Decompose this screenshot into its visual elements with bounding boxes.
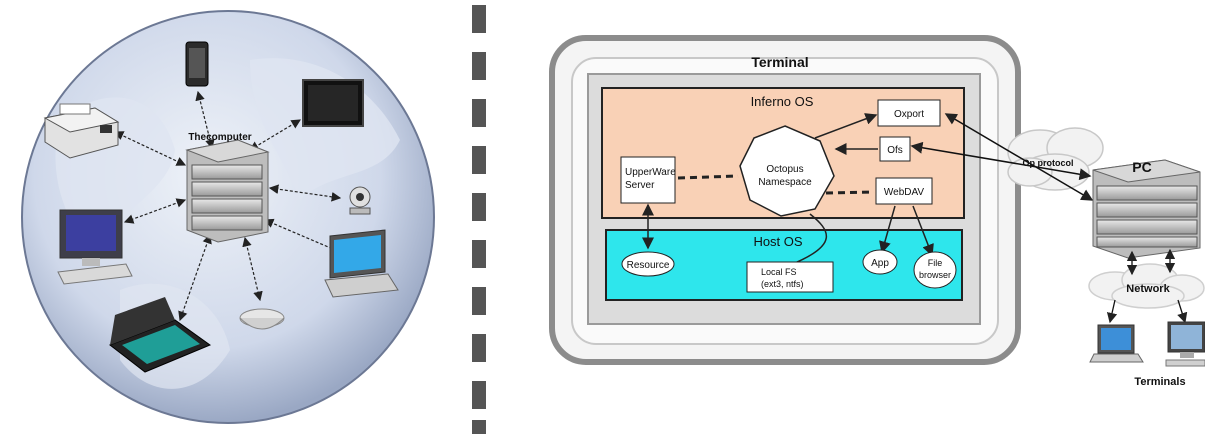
- local-fs-label-1: Local FS: [761, 267, 797, 277]
- terminal-laptop-icon: [1089, 324, 1144, 363]
- upperware-label-2: Server: [625, 180, 655, 191]
- local-fs-box: [746, 261, 834, 293]
- laptop-icon: [324, 229, 399, 298]
- pc-label: PC: [1132, 159, 1151, 175]
- phone-icon: [185, 41, 209, 87]
- webdav-label: WebDAV: [884, 187, 925, 198]
- ofs-label: Ofs: [887, 145, 903, 156]
- oxport-box: [877, 99, 941, 127]
- center-label: Thecomputer: [188, 132, 251, 143]
- printer-icon: [43, 103, 120, 159]
- upperware-server-box: [620, 156, 676, 204]
- pc-server-icon: [1092, 159, 1201, 259]
- inferno-os-title: Inferno OS: [751, 94, 814, 109]
- local-fs-label-2: (ext3, ntfs): [761, 279, 804, 289]
- terminal-pc-connections: [910, 113, 1094, 201]
- octopus-label-1: Octopus: [766, 164, 803, 175]
- network-connections: [1106, 248, 1188, 324]
- inferno-connections: [642, 113, 934, 266]
- terminals-label: Terminals: [1134, 376, 1185, 388]
- resource-node: [621, 251, 675, 277]
- app-node: [862, 249, 898, 275]
- octopus-namespace-shape: [739, 125, 835, 217]
- tablet-icon: [302, 79, 364, 127]
- ofs-box: [879, 136, 911, 162]
- webcam-icon: [349, 186, 371, 215]
- terminal-title: Terminal: [751, 54, 808, 70]
- app-label: App: [871, 258, 889, 269]
- oxport-label: Oxport: [894, 109, 924, 120]
- network-label: Network: [1126, 283, 1170, 295]
- host-os-title: Host OS: [753, 234, 802, 249]
- central-server-icon: [185, 139, 270, 243]
- octopus-label-2: Namespace: [758, 177, 812, 188]
- monitor-icon: [57, 209, 133, 285]
- file-browser-node: [913, 251, 957, 289]
- upperware-label-1: UpperWare: [625, 167, 676, 178]
- file-browser-label-1: File: [928, 258, 943, 268]
- divider: [472, 5, 486, 434]
- file-browser-label-2: browser: [919, 270, 951, 280]
- smoke-detector-icon: [239, 308, 285, 330]
- resource-label: Resource: [627, 260, 670, 271]
- scanner-icon: [108, 297, 212, 373]
- webdav-box: [875, 177, 933, 205]
- globe-connections: [113, 90, 342, 322]
- terminal-monitor-icon: [1165, 321, 1205, 367]
